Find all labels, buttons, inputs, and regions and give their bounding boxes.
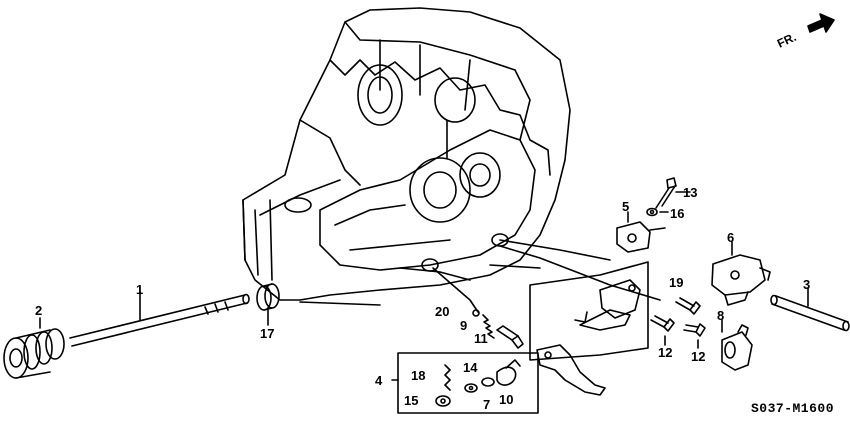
callout-14: 14 — [463, 360, 478, 375]
callout-17: 17 — [260, 326, 275, 341]
bolt-and-washer — [646, 177, 691, 217]
callout-1: 1 — [136, 282, 144, 297]
leader-lines — [299, 119, 661, 313]
callout-12a: 12 — [658, 345, 673, 360]
boot-seal — [3, 317, 65, 379]
parts-box — [391, 352, 539, 414]
callout-5: 5 — [622, 199, 630, 214]
bolts — [650, 297, 706, 349]
callout-15: 15 — [404, 393, 419, 408]
forward-arrow-icon — [807, 13, 835, 33]
callout-11: 11 — [474, 331, 488, 346]
callout-12b: 12 — [691, 349, 706, 364]
shift-lever-assembly — [529, 261, 649, 396]
guide-shaft — [770, 287, 850, 332]
callout-3: 3 — [803, 277, 811, 292]
diagram-code: S037-M1600 — [750, 401, 834, 416]
callout-18: 18 — [411, 368, 426, 383]
callout-16: 16 — [670, 206, 685, 221]
shift-holder — [721, 319, 753, 371]
callout-9: 9 — [460, 318, 468, 333]
callout-8: 8 — [717, 308, 725, 323]
callout-4: 4 — [375, 373, 383, 388]
callout-20: 20 — [435, 304, 450, 319]
callout-7: 7 — [483, 397, 491, 412]
interlock — [711, 241, 771, 306]
callout-13: 13 — [683, 185, 698, 200]
callout-6: 6 — [727, 230, 735, 245]
bracket — [616, 211, 666, 253]
transmission-housing — [242, 7, 571, 301]
shift-shaft — [69, 291, 250, 347]
callout-2: 2 — [35, 303, 43, 318]
callout-10: 10 — [499, 392, 514, 407]
detent-assembly — [472, 309, 524, 349]
callout-19: 19 — [669, 275, 684, 290]
oil-seal — [256, 283, 280, 326]
